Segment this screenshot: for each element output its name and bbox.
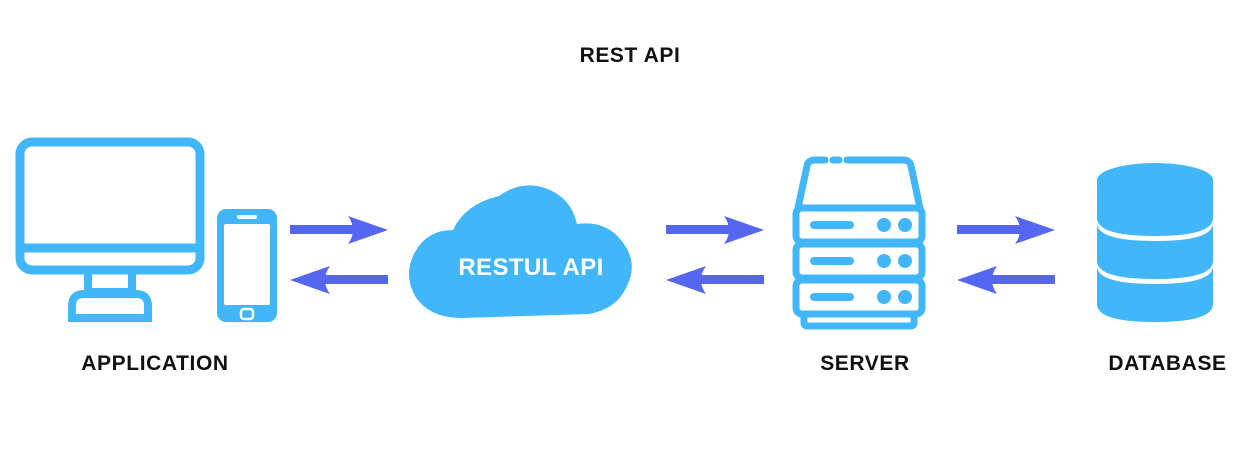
- arrow-right-icon: [666, 216, 764, 244]
- node-label-server: SERVER: [820, 352, 910, 375]
- server-rack-unit: [792, 276, 926, 318]
- cloud-icon: [409, 185, 632, 318]
- node-label-application: APPLICATION: [81, 352, 229, 375]
- node-cloud[interactable]: RESTUL API: [405, 178, 665, 328]
- smartphone-icon: [217, 209, 277, 322]
- arrow-right-icon: [290, 216, 388, 244]
- server-rack-icon: [792, 156, 926, 330]
- server-rack-unit: [792, 240, 926, 282]
- monitor-icon: [15, 137, 205, 322]
- arrow-left-icon: [957, 266, 1055, 294]
- node-database[interactable]: DATABASE: [1085, 160, 1250, 375]
- node-server[interactable]: SERVER: [785, 150, 945, 375]
- database-cylinder-icon: [1097, 163, 1213, 322]
- arrow-right-icon: [957, 216, 1055, 244]
- database-disc: [1097, 223, 1213, 279]
- node-application[interactable]: APPLICATION: [10, 130, 300, 375]
- application-icon-group: [15, 137, 277, 322]
- connection-application-cloud[interactable]: [288, 212, 398, 307]
- page-title: REST API: [579, 44, 681, 67]
- connection-server-database[interactable]: [955, 212, 1065, 307]
- connection-cloud-server[interactable]: [664, 212, 774, 307]
- arrow-left-icon: [290, 266, 388, 294]
- arrow-left-icon: [666, 266, 764, 294]
- server-rack-unit: [792, 204, 926, 246]
- node-label-database: DATABASE: [1108, 352, 1227, 375]
- database-disc: [1097, 266, 1213, 322]
- database-disc: [1097, 163, 1213, 236]
